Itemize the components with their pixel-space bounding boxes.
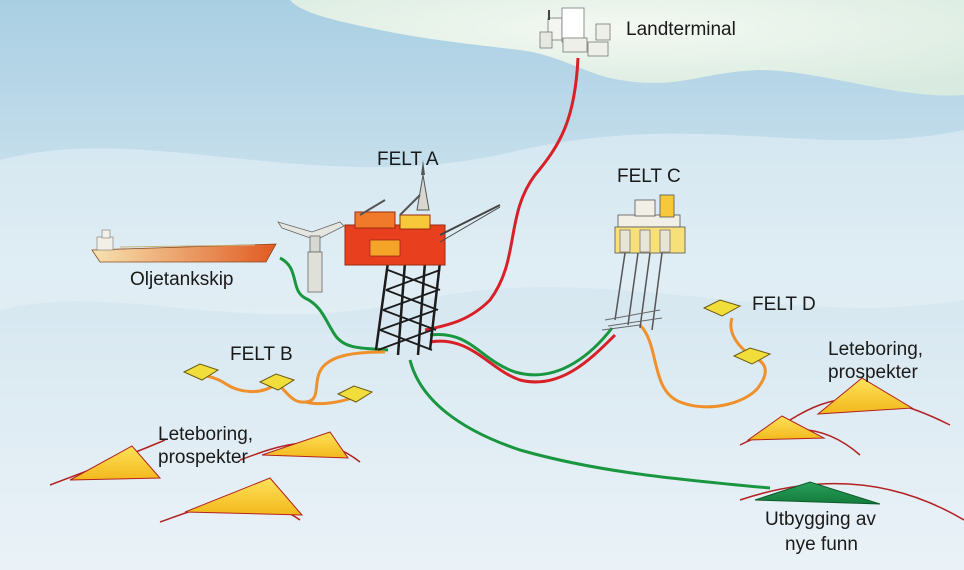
landterminal-label: Landterminal	[626, 19, 736, 40]
oil-pipeline-to-buoy	[279, 256, 389, 352]
oljetankskip-label: Oljetankskip	[130, 269, 234, 290]
prospect-right	[739, 377, 951, 456]
oil-tanker-icon	[91, 229, 277, 263]
prospect-left	[49, 431, 361, 523]
loading-buoy-icon	[277, 221, 345, 293]
leteboring-left-line-1: Leteboring,	[158, 424, 253, 445]
leteboring-left-line-2: prospekter	[158, 447, 248, 468]
subsea-template-icon-d	[702, 299, 772, 365]
felt-c-label: FELT C	[617, 166, 681, 187]
tension-leg-platform-icon	[601, 194, 686, 331]
felt-b-label: FELT B	[230, 344, 293, 365]
gas-pipeline-to-terminal	[424, 57, 580, 332]
land-area	[290, 0, 964, 96]
subsea-template-icon	[182, 363, 374, 403]
land-terminal-icon	[539, 7, 611, 57]
felt-a-label: FELT A	[377, 149, 439, 170]
gas-pipeline-felt-c	[429, 333, 617, 384]
new-find-field	[739, 481, 964, 521]
felt-d-label: FELT D	[752, 294, 816, 315]
leteboring-right-line-2: prospekter	[828, 362, 918, 383]
sea-swirl	[0, 130, 964, 315]
steel-jacket-platform-icon	[344, 160, 501, 356]
oil-pipeline-felt-c	[429, 327, 614, 377]
utbygging-line-1: Utbygging av	[765, 509, 876, 530]
leteboring-right-line-1: Leteboring,	[828, 339, 923, 360]
utbygging-line-2: nye funn	[785, 534, 858, 555]
oil-pipeline-new-find	[408, 359, 771, 490]
